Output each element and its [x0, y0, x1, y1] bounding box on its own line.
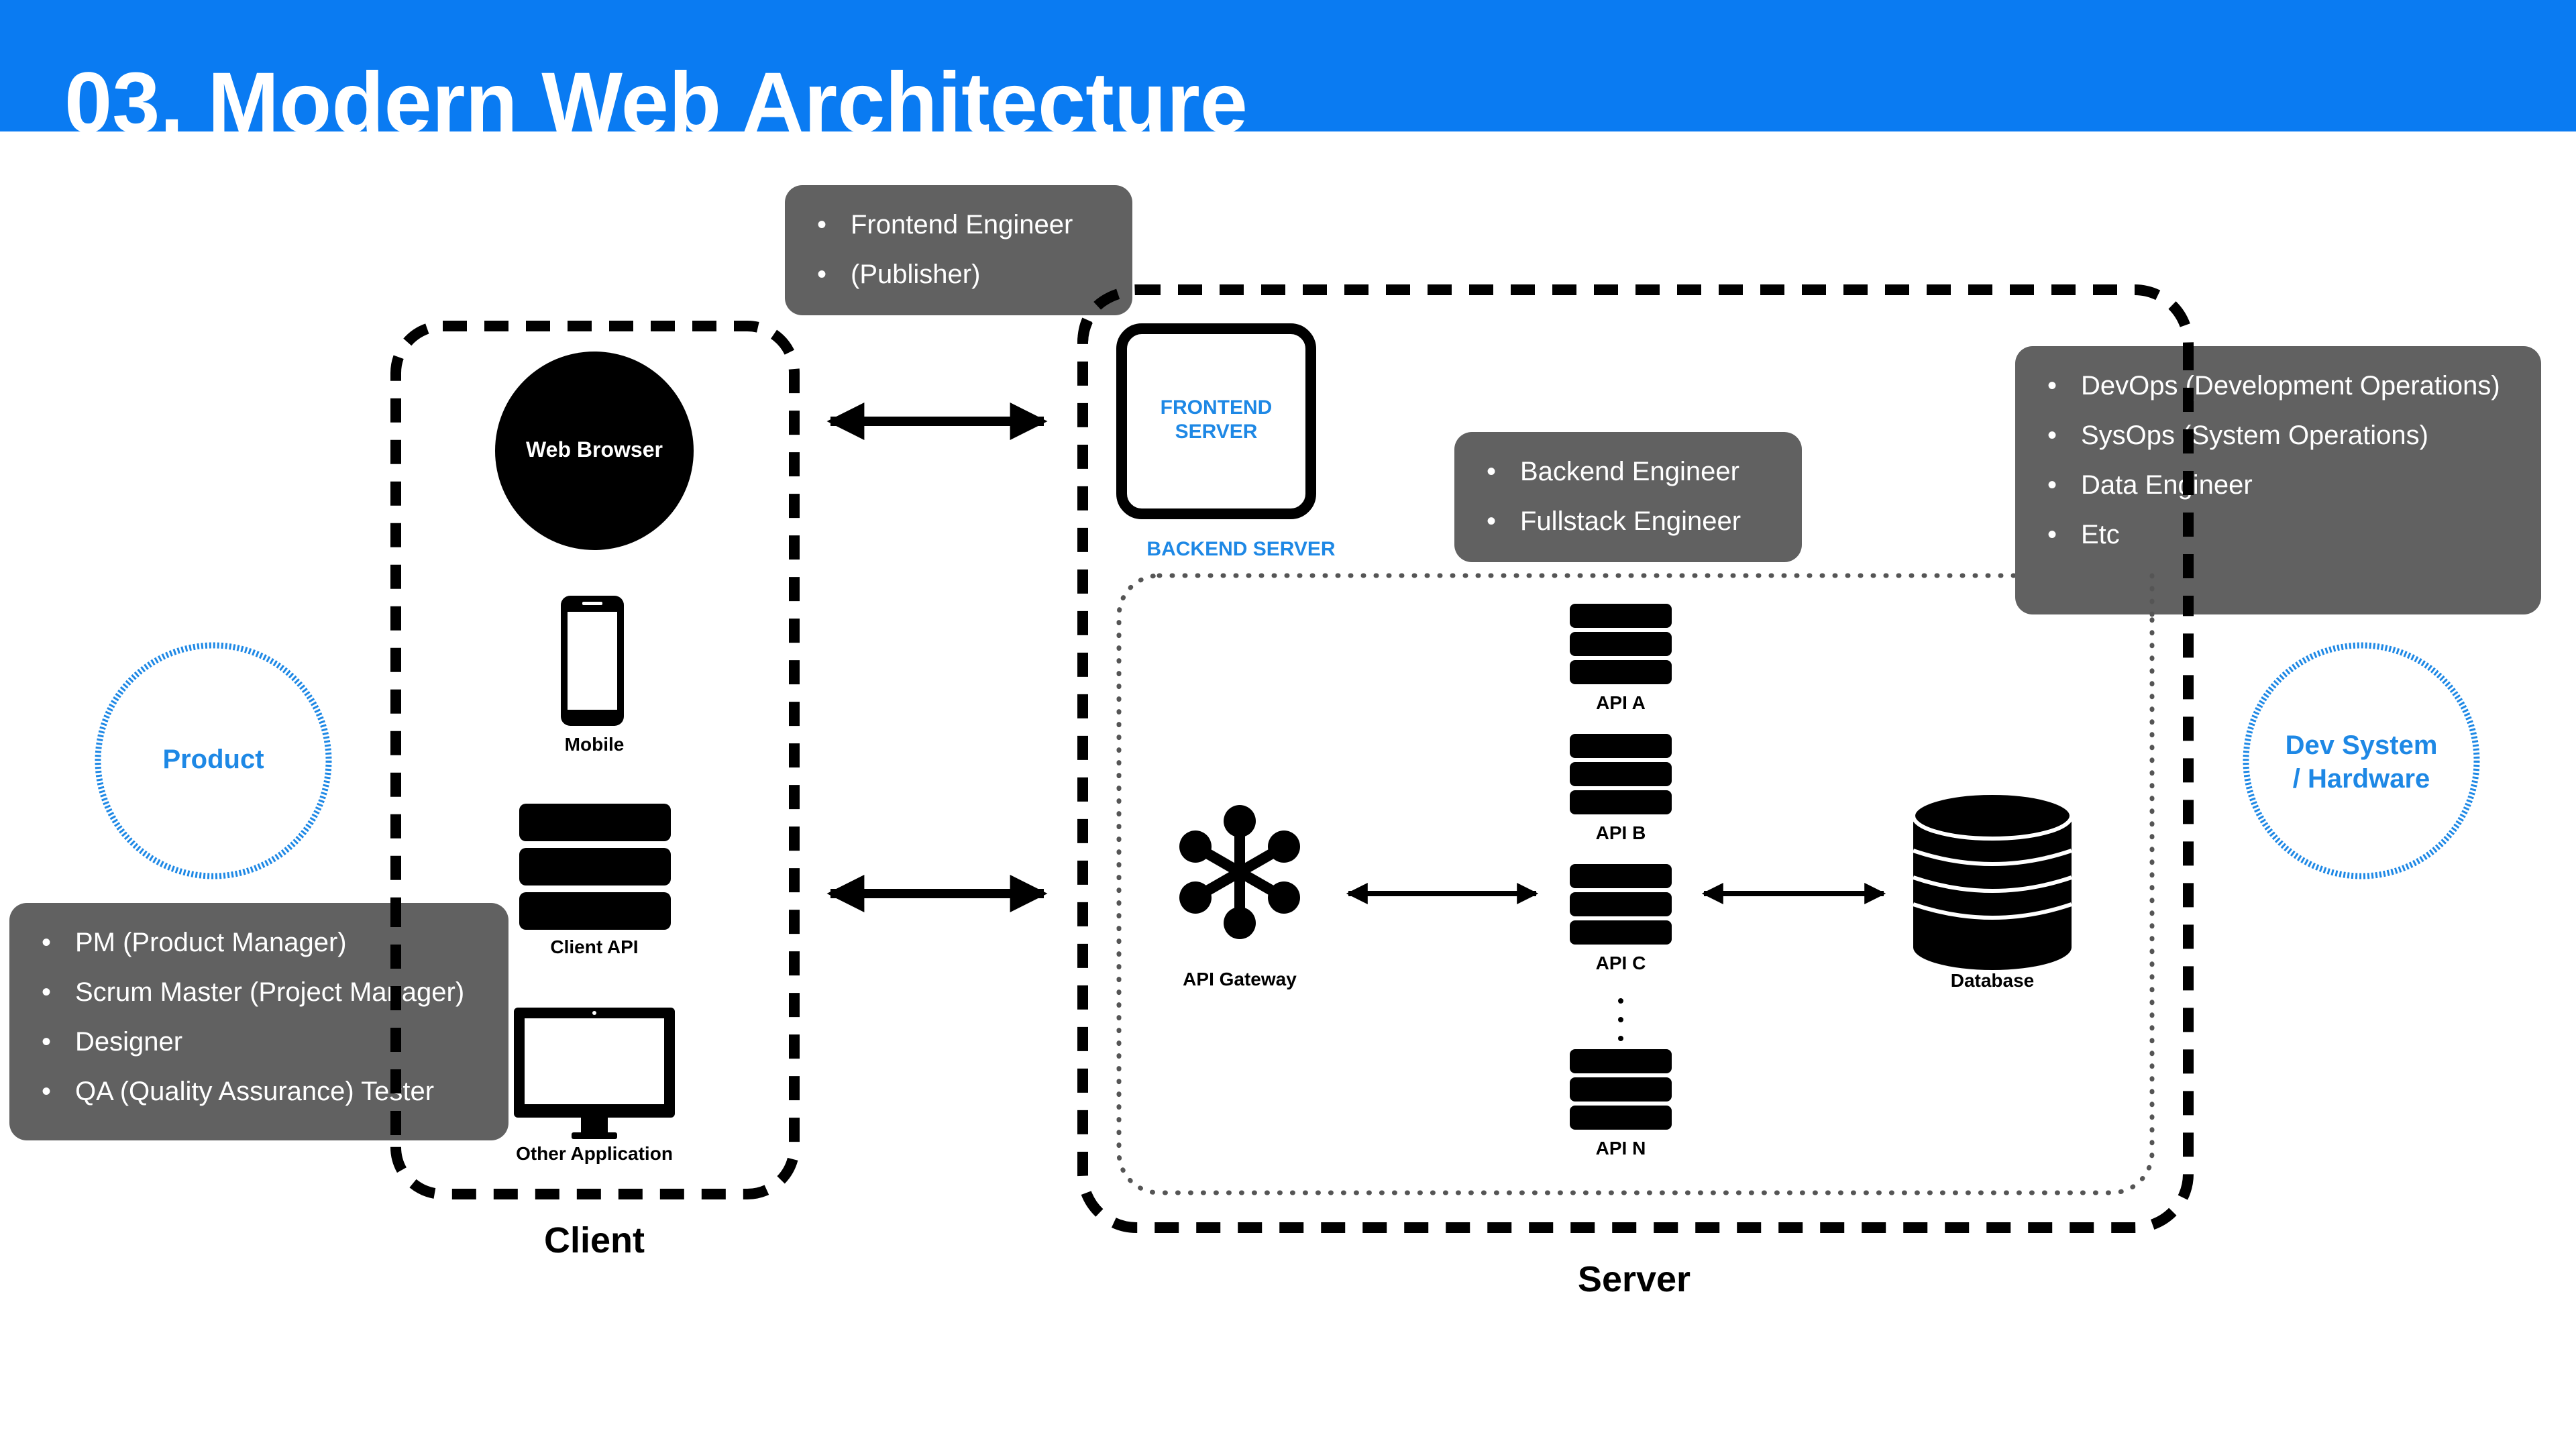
role-item: Backend Engineer	[1487, 447, 1802, 496]
role-item: SysOps (System Operations)	[2047, 411, 2541, 460]
api-n-label: API N	[1595, 1138, 1646, 1159]
backend-container	[1116, 573, 2155, 1195]
api-c-label: API C	[1595, 953, 1646, 973]
api-a-label: API A	[1596, 692, 1646, 713]
role-item: Scrum Master (Project Manager)	[42, 967, 508, 1017]
product-label: Product	[162, 745, 264, 774]
dev-system-label: Dev System / Hardware	[2285, 731, 2438, 794]
backend-roles-note: Backend Engineer Fullstack Engineer	[1454, 432, 1802, 562]
api-a-icon	[1570, 604, 1672, 684]
monitor-icon	[514, 1008, 675, 1139]
database-label: Database	[1950, 970, 2035, 991]
api-gateway-icon	[1179, 805, 1300, 939]
role-item: Fullstack Engineer	[1487, 496, 1802, 546]
product-roles-note: PM (Product Manager) Scrum Master (Proje…	[9, 903, 508, 1140]
role-item: QA (Quality Assurance) Tester	[42, 1067, 508, 1116]
role-item: Etc	[2047, 510, 2541, 559]
dev-system-circle	[2243, 642, 2480, 879]
database-icon	[1911, 791, 2074, 970]
api-gateway-label: API Gateway	[1183, 969, 1297, 989]
client-api-icon	[519, 804, 671, 930]
client-label: Client	[543, 1220, 645, 1260]
backend-server-label: BACKEND SERVER	[1146, 538, 1336, 560]
role-item: PM (Product Manager)	[42, 918, 508, 967]
ellipsis-dots	[1618, 998, 1623, 1041]
api-c-icon	[1570, 864, 1672, 945]
role-item: Designer	[42, 1017, 508, 1067]
page-title: 03. Modern Web Architecture	[64, 55, 1248, 131]
api-n-icon	[1570, 1049, 1672, 1130]
mobile-label: Mobile	[564, 734, 625, 755]
frontend-roles-note: Frontend Engineer (Publisher)	[785, 185, 1132, 315]
mobile-icon	[561, 596, 624, 726]
client-container	[390, 321, 800, 1199]
server-container	[1077, 284, 2194, 1233]
frontend-server-box	[1116, 323, 1316, 519]
role-item: (Publisher)	[817, 250, 1132, 299]
role-item: Data Engineer	[2047, 460, 2541, 510]
header-bar: 03. Modern Web Architecture	[0, 0, 2576, 131]
server-label: Server	[1577, 1259, 1691, 1299]
api-b-icon	[1570, 734, 1672, 814]
web-browser-icon	[495, 352, 694, 550]
role-item: Frontend Engineer	[817, 200, 1132, 250]
product-circle	[95, 642, 332, 879]
frontend-server-label: FRONTEND SERVER	[1160, 396, 1273, 443]
ops-roles-note: DevOps (Development Operations) SysOps (…	[2015, 346, 2541, 614]
other-application-label: Other Application	[516, 1143, 673, 1164]
web-browser-label: Web Browser	[526, 437, 663, 462]
client-api-label: Client API	[550, 936, 639, 957]
api-b-label: API B	[1595, 822, 1646, 843]
role-item: DevOps (Development Operations)	[2047, 361, 2541, 411]
